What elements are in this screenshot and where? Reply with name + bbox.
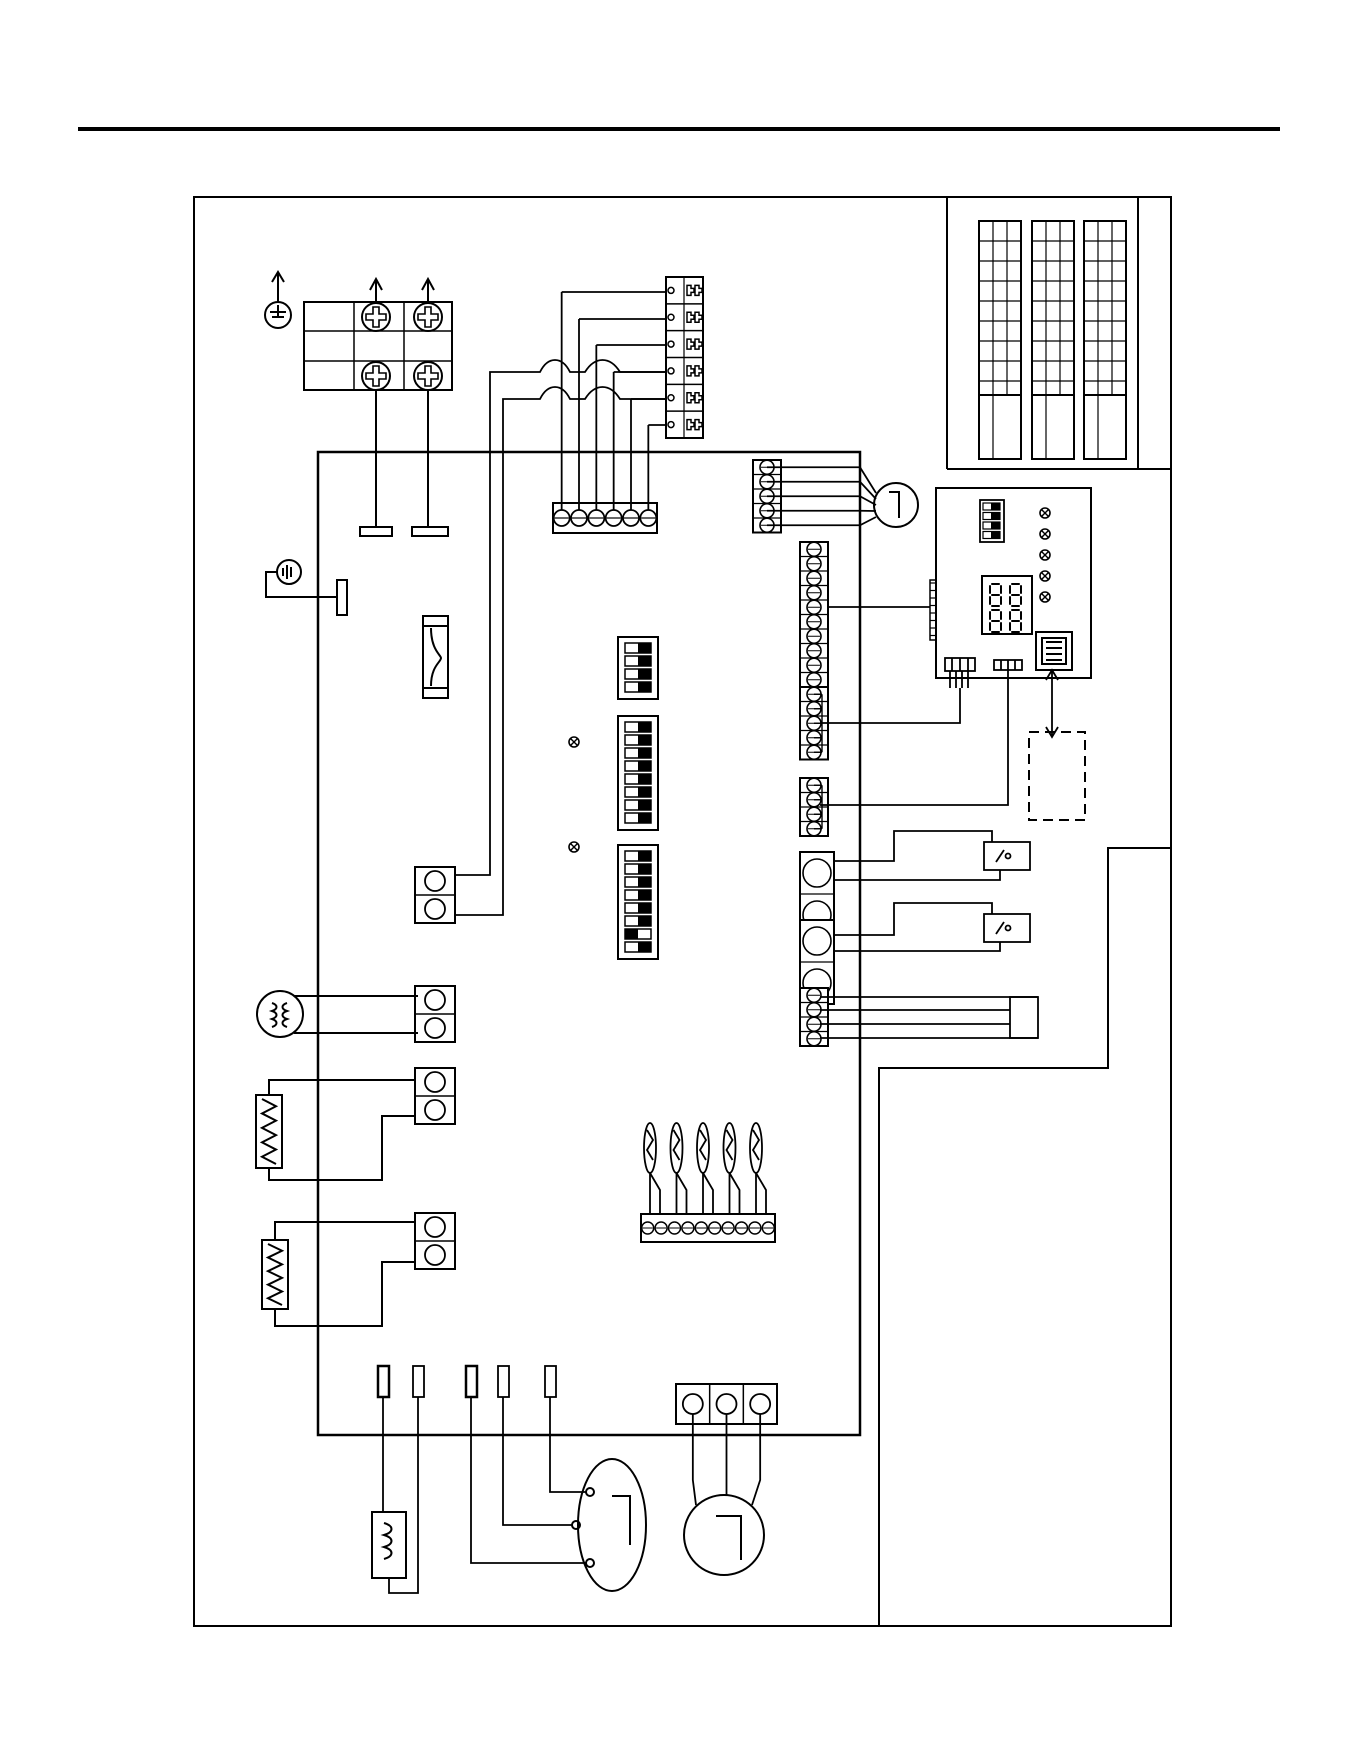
bottom-pin (413, 1366, 424, 1397)
main-board-connector-6pin (553, 503, 657, 533)
display-wires (820, 670, 1058, 805)
display-led (1040, 529, 1050, 539)
dip-switch-lever (638, 877, 651, 887)
dip-switch-lever (638, 800, 651, 810)
dip-switch-lever (638, 669, 651, 679)
display-led (1040, 571, 1050, 581)
board-led (569, 737, 579, 747)
float-switch (834, 903, 1030, 951)
sensor-connector-wires (820, 997, 1038, 1038)
bottom-pin (378, 1366, 389, 1397)
dip-switch-bank (618, 845, 658, 959)
terminal-point (668, 422, 674, 428)
float-switch (834, 831, 1030, 880)
earth-symbol (265, 272, 291, 328)
signal-terminal-block (666, 277, 703, 438)
thermistor (671, 1123, 687, 1214)
heater (262, 1222, 415, 1326)
dip-switch-lever (638, 643, 651, 653)
dip-switch-lever (638, 903, 651, 913)
screw-terminal (414, 362, 442, 390)
terminal-point (668, 341, 674, 347)
dip-switch-lever (638, 748, 651, 758)
pump-motor (684, 1495, 764, 1575)
dip-switch-lever (638, 942, 651, 952)
terminal-point (668, 395, 674, 401)
fan-motor-left (257, 991, 418, 1037)
two-pin-connector (415, 1068, 455, 1124)
dip-switch-lever (638, 787, 651, 797)
bottom-pin (466, 1366, 477, 1397)
dip-switch-lever (638, 682, 651, 692)
main-board (318, 452, 860, 1435)
earth-symbol (266, 560, 347, 615)
dip-switch-lever (638, 851, 651, 861)
two-pin-connector (415, 867, 455, 923)
dip-switch-lever (638, 864, 651, 874)
display-led (1040, 550, 1050, 560)
dip-switch-lever (638, 656, 651, 666)
rj45-port (1036, 632, 1072, 670)
board-led (569, 842, 579, 852)
dip-switch-lever (638, 890, 651, 900)
bottom-pin (498, 1366, 509, 1397)
fan-motor-oval (572, 1459, 646, 1591)
bottom-pin (545, 1366, 556, 1397)
pump-motor-connector (676, 1384, 777, 1505)
dip-switch-bank (618, 716, 658, 830)
dip-switch-bank (618, 637, 658, 699)
display-dip-switch (980, 500, 1004, 542)
dip-switch-lever (638, 761, 651, 771)
display-board (936, 488, 1091, 678)
right-connector (753, 460, 876, 533)
thermistor (750, 1123, 766, 1214)
display-led (1040, 508, 1050, 518)
dip-switch-lever (638, 722, 651, 732)
thermistor (697, 1123, 713, 1214)
dip-switch-lever (638, 813, 651, 823)
remote-controller-option (1029, 732, 1085, 820)
screw-terminal (414, 303, 442, 331)
display-led (1040, 592, 1050, 602)
dip-switch-lever (638, 774, 651, 784)
thermistor (724, 1123, 740, 1214)
bottom-wires (383, 1397, 586, 1593)
screw-terminal (362, 303, 390, 331)
dip-switch-lever (625, 929, 638, 939)
terminal-point (668, 287, 674, 293)
thermistor (644, 1123, 660, 1214)
thermistor-connector (641, 1214, 775, 1242)
two-pin-connector (415, 986, 455, 1042)
screw-terminal (362, 362, 390, 390)
motor (874, 483, 918, 527)
fuse (423, 616, 448, 698)
legend-table (979, 221, 1126, 459)
power-connector-n (412, 527, 448, 536)
dip-switch-lever (638, 916, 651, 926)
right-connector (800, 542, 946, 687)
heater (256, 1080, 415, 1180)
power-connector-l (360, 527, 392, 536)
right-connector (800, 778, 828, 836)
two-pin-connector (415, 1213, 455, 1269)
terminal-point (668, 314, 674, 320)
coil (372, 1512, 406, 1578)
power-terminal-block (304, 279, 452, 527)
dip-switch-lever (638, 735, 651, 745)
terminal-point (668, 368, 674, 374)
